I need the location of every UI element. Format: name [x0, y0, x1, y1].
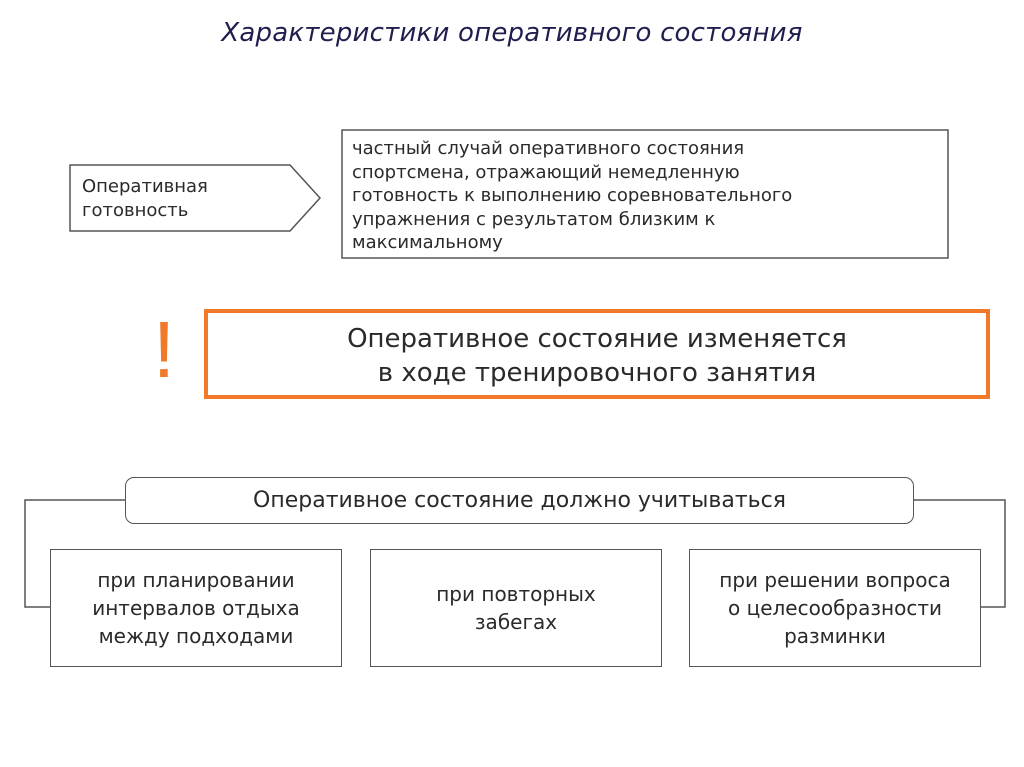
consideration-item-repeated-runs: при повторных забегах	[370, 549, 662, 667]
highlight-text-content: Оперативное состояние изменяется в ходе …	[347, 324, 847, 388]
term-arrow-shape	[69, 164, 322, 232]
right-bracket-line	[914, 499, 1006, 608]
definition-text: частный случай оперативного состояния сп…	[352, 137, 942, 255]
definition-box	[341, 129, 949, 259]
considerations-header: Оперативное состояние должно учитываться	[253, 488, 786, 513]
term-label: Оперативная готовность	[82, 175, 282, 223]
consideration-item-rest-intervals: при планировании интервалов отдыха между…	[50, 549, 342, 667]
considerations-header-box: Оперативное состояние должно учитываться	[125, 477, 914, 524]
consideration-item-warmup: при решении вопроса о целесообразности р…	[689, 549, 981, 667]
term-label-text: Оперативная готовность	[82, 176, 208, 221]
exclamation-mark: !	[152, 305, 176, 394]
left-bracket-line	[24, 499, 125, 608]
highlight-text: Оперативное состояние изменяется в ходе …	[208, 322, 986, 390]
slide-title: Характеристики оперативного состояния	[221, 18, 803, 48]
consideration-item-text: при решении вопроса о целесообразности р…	[719, 568, 951, 648]
consideration-item-text: при повторных забегах	[436, 582, 596, 634]
definition-text-content: частный случай оперативного состояния сп…	[352, 138, 793, 253]
consideration-item-text: при планировании интервалов отдыха между…	[92, 568, 300, 648]
highlight-box: Оперативное состояние изменяется в ходе …	[204, 309, 990, 399]
